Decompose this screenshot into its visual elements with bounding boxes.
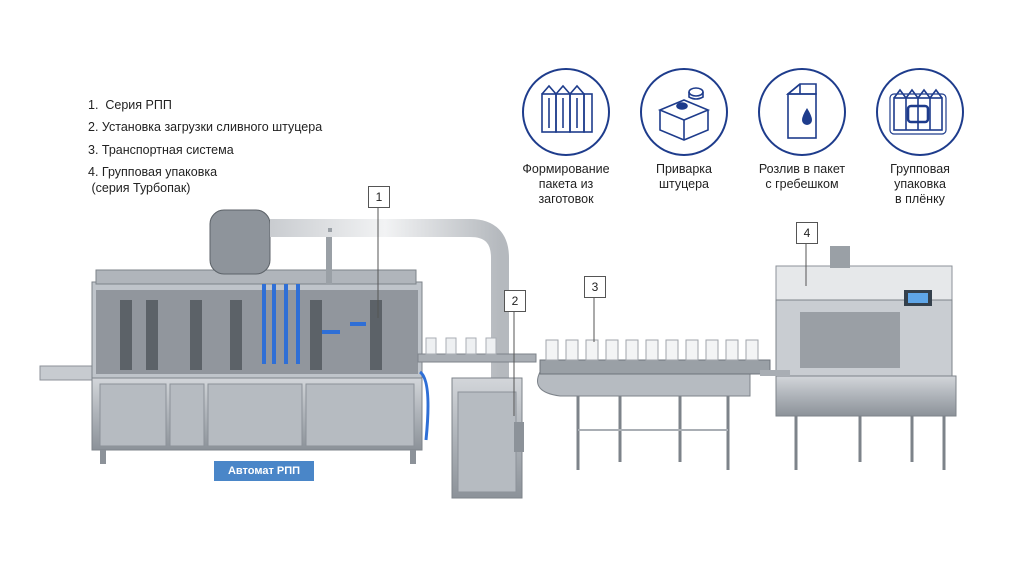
spout-welding-icon [640, 68, 728, 156]
feature-carton-forming: Формирование пакета из заготовок [506, 68, 626, 207]
feature-caption-3: Розлив в пакет с гребешком [758, 162, 846, 191]
film-wrap-icon [876, 68, 964, 156]
legend-item-1: 1. Серия РПП [88, 98, 172, 112]
callout-3: 3 [584, 276, 606, 298]
feature-caption-1: Формирование пакета из заготовок [522, 162, 610, 206]
callout-4: 4 [796, 222, 818, 244]
carton-blanks-icon [522, 68, 610, 156]
feature-caption-2: Приварка штуцера [655, 162, 713, 191]
air-duct-pipe [270, 219, 509, 378]
legend-item-2: 2. Установка загрузки сливного штуцера [88, 120, 323, 135]
legend-item-3: 3. Транспортная система [88, 142, 234, 157]
legend: 1. Серия РПП 2. Установка загрузки сливн… [88, 97, 322, 202]
turbopack-wrapping-machine [760, 246, 957, 470]
transport-conveyor [537, 339, 771, 470]
feature-carton-filling: Розлив в пакет с гребешком [742, 68, 862, 192]
feature-caption-4: Групповая упаковка в плёнку [890, 162, 950, 206]
rpp-filling-machine [39, 209, 430, 464]
carton-filling-icon [758, 68, 846, 156]
machine-badge: Автомат РПП [214, 461, 314, 481]
feature-spout-welding: Приварка штуцера [624, 68, 744, 192]
spout-loader-unit [451, 377, 524, 499]
legend-item-4: 4. Групповая упаковка (серия Турбопак) [88, 164, 218, 195]
callout-2: 2 [504, 290, 526, 312]
callout-1: 1 [368, 186, 390, 208]
feature-film-wrap: Групповая упаковка в плёнку [860, 68, 980, 207]
